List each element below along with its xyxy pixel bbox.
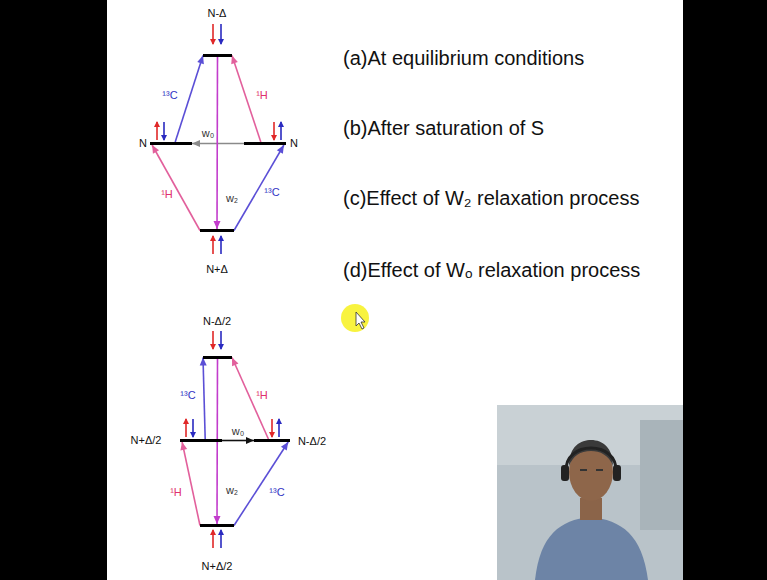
arrowhead	[281, 442, 288, 451]
arrowhead	[214, 516, 221, 524]
transition-label: w₀	[231, 425, 246, 437]
spin-arrow	[273, 122, 275, 140]
level-population: N+Δ	[206, 263, 228, 275]
spin-arrow	[220, 530, 222, 548]
spin-arrow	[212, 331, 214, 349]
energy-level: N+Δ/2	[180, 439, 222, 442]
spin-arrow	[192, 419, 194, 437]
spin-arrow	[220, 24, 222, 44]
level-population: N	[139, 137, 147, 149]
transition-line	[182, 442, 200, 526]
transition-arrow	[200, 358, 207, 440]
transition-arrow	[234, 442, 288, 526]
transition-line	[234, 145, 284, 231]
spin-arrow	[212, 24, 214, 44]
transition-arrow	[234, 145, 284, 231]
transition-arrow	[214, 57, 221, 229]
energy-level: N-Δ/2	[203, 356, 232, 359]
spin-arrow	[271, 419, 273, 437]
transition-line	[175, 56, 203, 143]
caption-item: (b)After saturation of S	[343, 116, 544, 140]
pointer-highlight	[341, 304, 369, 332]
level-population: N-Δ/2	[203, 315, 231, 327]
energy-level: N+Δ/2	[200, 524, 234, 527]
caption-item: (a)At equilibrium conditions	[343, 46, 584, 70]
arrowhead	[246, 437, 254, 444]
spin-arrow	[156, 122, 158, 140]
arrowhead	[180, 442, 187, 451]
energy-level: N-Δ/2	[254, 439, 290, 442]
level-population: N+Δ/2	[202, 560, 233, 572]
transition-label: ¹H	[255, 89, 269, 101]
spin-arrow	[220, 331, 222, 349]
arrowhead	[277, 145, 284, 154]
energy-level: N	[244, 142, 286, 145]
spin-arrow	[278, 419, 280, 437]
transition-label: ¹³C	[263, 186, 280, 198]
spin-arrow	[220, 236, 222, 254]
level-population: N	[290, 137, 298, 149]
transition-label: ¹³C	[268, 486, 285, 498]
spin-arrows	[157, 24, 281, 548]
transition-label: ¹H	[169, 486, 183, 498]
energy-level: N	[150, 142, 192, 145]
energy-level: N-Δ	[203, 54, 232, 57]
spin-arrow	[280, 122, 282, 140]
level-population: N-Δ	[208, 7, 227, 19]
level-population: N+Δ/2	[131, 434, 162, 446]
caption-item: (d)Effect of Wₒ relaxation process	[343, 258, 640, 282]
arrowhead	[214, 221, 221, 229]
transition-label: w₀	[201, 127, 216, 139]
arrowhead	[152, 145, 159, 154]
spin-arrow	[163, 122, 165, 140]
transition-label: w₂	[225, 192, 239, 204]
transition-label: ¹³C	[179, 389, 196, 401]
caption-item: (c)Effect of W₂ relaxation process	[343, 186, 639, 210]
transition-arrow	[152, 145, 200, 231]
transition-arrow	[222, 437, 254, 444]
transition-line	[203, 358, 205, 440]
arrowhead	[232, 358, 238, 367]
webcam-video	[497, 405, 683, 580]
spin-arrow	[185, 419, 187, 437]
spin-arrow	[212, 236, 214, 254]
transition-arrow	[180, 442, 200, 526]
arrowhead	[231, 56, 238, 65]
transition-line	[152, 145, 200, 231]
arrowhead	[192, 140, 200, 147]
transition-label: ¹H	[255, 389, 269, 401]
transition-label: ¹H	[160, 188, 174, 200]
transition-arrow	[175, 56, 204, 143]
transition-label: w₂	[225, 484, 239, 496]
spin-arrow	[212, 530, 214, 548]
transition-line	[216, 57, 218, 229]
level-population: N-Δ/2	[298, 435, 326, 447]
transition-label: ¹³C	[161, 89, 178, 101]
transition-line	[234, 442, 288, 526]
energy-level: N+Δ	[200, 229, 234, 232]
